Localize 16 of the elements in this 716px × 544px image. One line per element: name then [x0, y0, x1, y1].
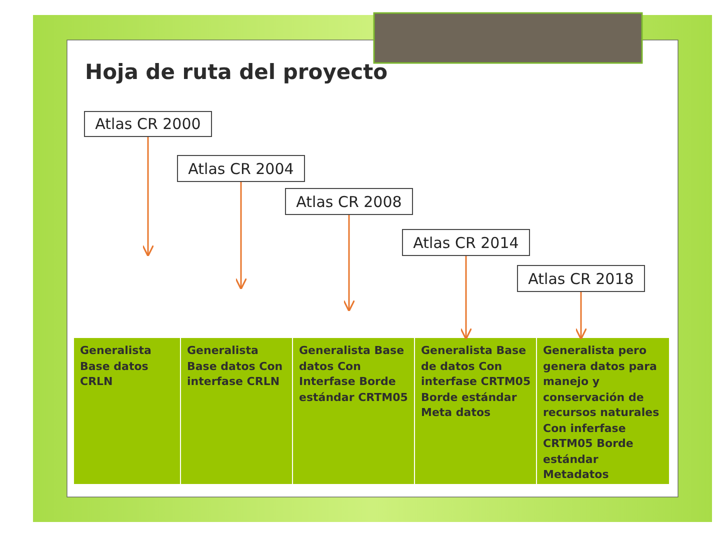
description-cell: Generalista Base datos Con Interfase Borde estándar CRTM05	[293, 338, 414, 484]
milestone-box: Atlas CR 2018	[517, 265, 645, 292]
description-cell: Generalista Base datos Con interfase CRLN	[181, 338, 292, 484]
description-cell: Generalista pero genera datos para manejo y conservación de recursos naturales Con inferfase CRTM05 Borde estándar Metadatos	[537, 338, 669, 484]
description-cell: Generalista Base de datos Con interfase CRTM05 Borde estándar Meta datos	[415, 338, 536, 484]
milestone-box: Atlas CR 2014	[402, 229, 530, 256]
arrow	[342, 215, 356, 312]
arrow	[142, 137, 154, 257]
milestone-box: Atlas CR 2008	[285, 188, 413, 215]
arrow	[234, 182, 248, 290]
arrow	[460, 256, 472, 340]
title: Hoja de ruta del proyecto	[85, 60, 388, 84]
arrow	[574, 292, 588, 340]
description-cell: Generalista Base datos CRLN	[74, 338, 180, 484]
milestone-box: Atlas CR 2000	[84, 111, 212, 137]
milestone-box: Atlas CR 2004	[177, 155, 305, 182]
